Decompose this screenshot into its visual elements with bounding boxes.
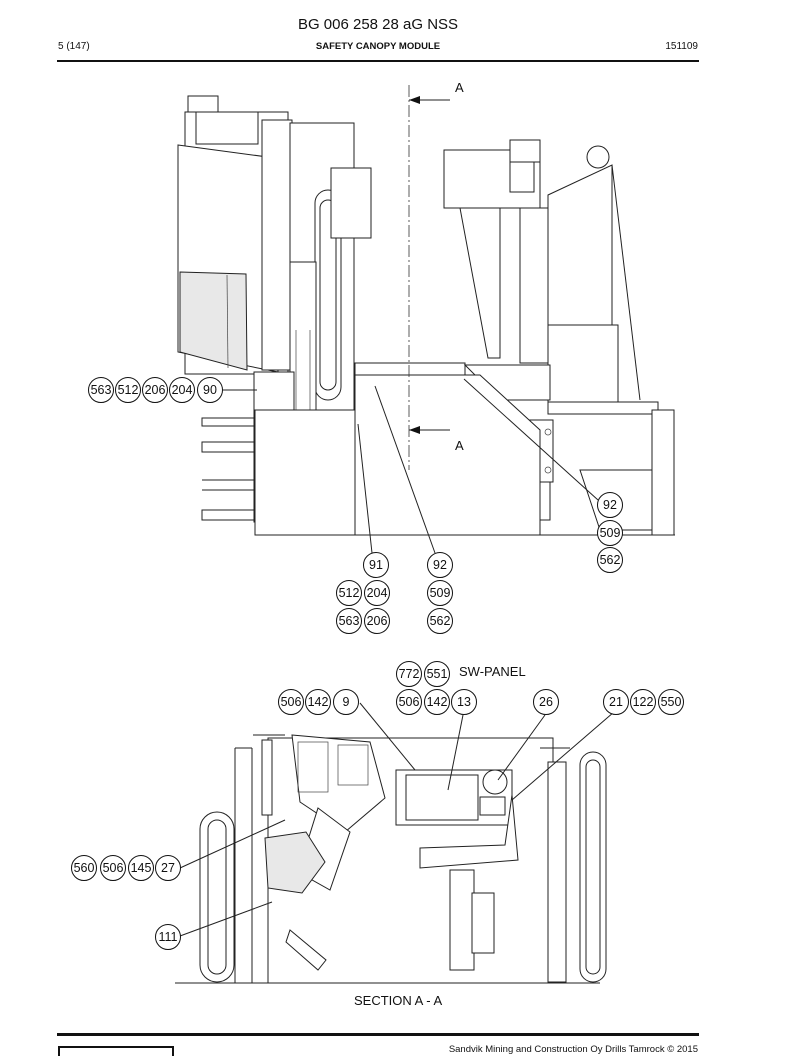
callout-111 — [155, 924, 181, 950]
callout-562 — [597, 547, 623, 573]
sw-panel-label: SW-PANEL — [459, 664, 526, 679]
callout-text: 772 — [399, 667, 420, 681]
callout-text: 122 — [633, 695, 654, 709]
callout-text: 506 — [281, 695, 302, 709]
callout-text: 145 — [131, 861, 152, 875]
callout-122 — [630, 689, 656, 715]
callout-text: 560 — [74, 861, 95, 875]
callout-text: 563 — [91, 383, 112, 397]
callout-509 — [427, 580, 453, 606]
callout-text: 204 — [172, 383, 193, 397]
upper-right-frame — [354, 139, 675, 536]
lower-section-view — [175, 734, 607, 984]
callout-512 — [115, 377, 141, 403]
callout-text: 91 — [369, 558, 383, 572]
section-marker-bottom: A — [455, 438, 464, 453]
lower-leaders — [179, 702, 615, 937]
callout-27 — [155, 855, 181, 881]
document-title: BG 006 258 28 aG NSS — [297, 16, 459, 33]
callout-text: 204 — [367, 586, 388, 600]
callout-text: 13 — [457, 695, 471, 709]
callout-text: 142 — [308, 695, 329, 709]
document-date: 151109 — [665, 41, 698, 52]
callout-9 — [333, 689, 359, 715]
header-rule — [57, 60, 699, 62]
callout-772 — [396, 661, 422, 687]
callout-text: 206 — [145, 383, 166, 397]
callout-text: 9 — [343, 695, 350, 709]
section-line — [408, 85, 450, 470]
callout-512 — [336, 580, 362, 606]
section-caption: SECTION A - A — [354, 993, 442, 1008]
callout-text: 506 — [399, 695, 420, 709]
module-title: SAFETY CANOPY MODULE — [315, 41, 441, 52]
callout-text: 92 — [433, 558, 447, 572]
callout-text: 562 — [430, 614, 451, 628]
callout-206 — [364, 608, 390, 634]
callout-text: 26 — [539, 695, 553, 709]
callout-551 — [424, 661, 450, 687]
callout-563 — [336, 608, 362, 634]
callout-text: 551 — [427, 667, 448, 681]
callout-145 — [128, 855, 154, 881]
callout-text: 512 — [339, 586, 360, 600]
footer-rule — [57, 1033, 699, 1036]
callout-563 — [88, 377, 114, 403]
callout-26 — [533, 689, 559, 715]
callout-92 — [597, 492, 623, 518]
callout-text: 512 — [118, 383, 139, 397]
callout-text: 506 — [103, 861, 124, 875]
callout-text: 563 — [339, 614, 360, 628]
callout-204 — [169, 377, 195, 403]
callout-550 — [658, 689, 684, 715]
callout-text: 111 — [158, 930, 177, 944]
callout-142 — [424, 689, 450, 715]
callout-text: 509 — [430, 586, 451, 600]
callout-text: 21 — [609, 695, 623, 709]
callout-text: 27 — [161, 861, 175, 875]
callout-text: 562 — [600, 553, 621, 567]
section-marker-top: A — [455, 80, 464, 95]
upper-leaders — [223, 378, 599, 554]
callout-90 — [197, 377, 223, 403]
callout-13 — [451, 689, 477, 715]
callout-21 — [603, 689, 629, 715]
callout-text: 142 — [427, 695, 448, 709]
callout-509 — [597, 520, 623, 546]
callout-562 — [427, 608, 453, 634]
callout-506 — [100, 855, 126, 881]
callout-506 — [278, 689, 304, 715]
sandvik-logo — [58, 1046, 174, 1056]
callout-92 — [427, 552, 453, 578]
callout-560 — [71, 855, 97, 881]
callout-text: 550 — [661, 695, 682, 709]
callout-506 — [396, 689, 422, 715]
callout-text: 206 — [367, 614, 388, 628]
callout-text: 90 — [203, 383, 217, 397]
footer-copyright: Sandvik Mining and Construction Oy Drill… — [448, 1044, 698, 1055]
callout-142 — [305, 689, 331, 715]
callout-text: 92 — [603, 498, 617, 512]
callout-91 — [363, 552, 389, 578]
callout-204 — [364, 580, 390, 606]
callout-206 — [142, 377, 168, 403]
upper-left-cabin — [177, 95, 675, 536]
page-number: 5 (147) — [58, 41, 90, 52]
callout-text: 509 — [600, 526, 621, 540]
